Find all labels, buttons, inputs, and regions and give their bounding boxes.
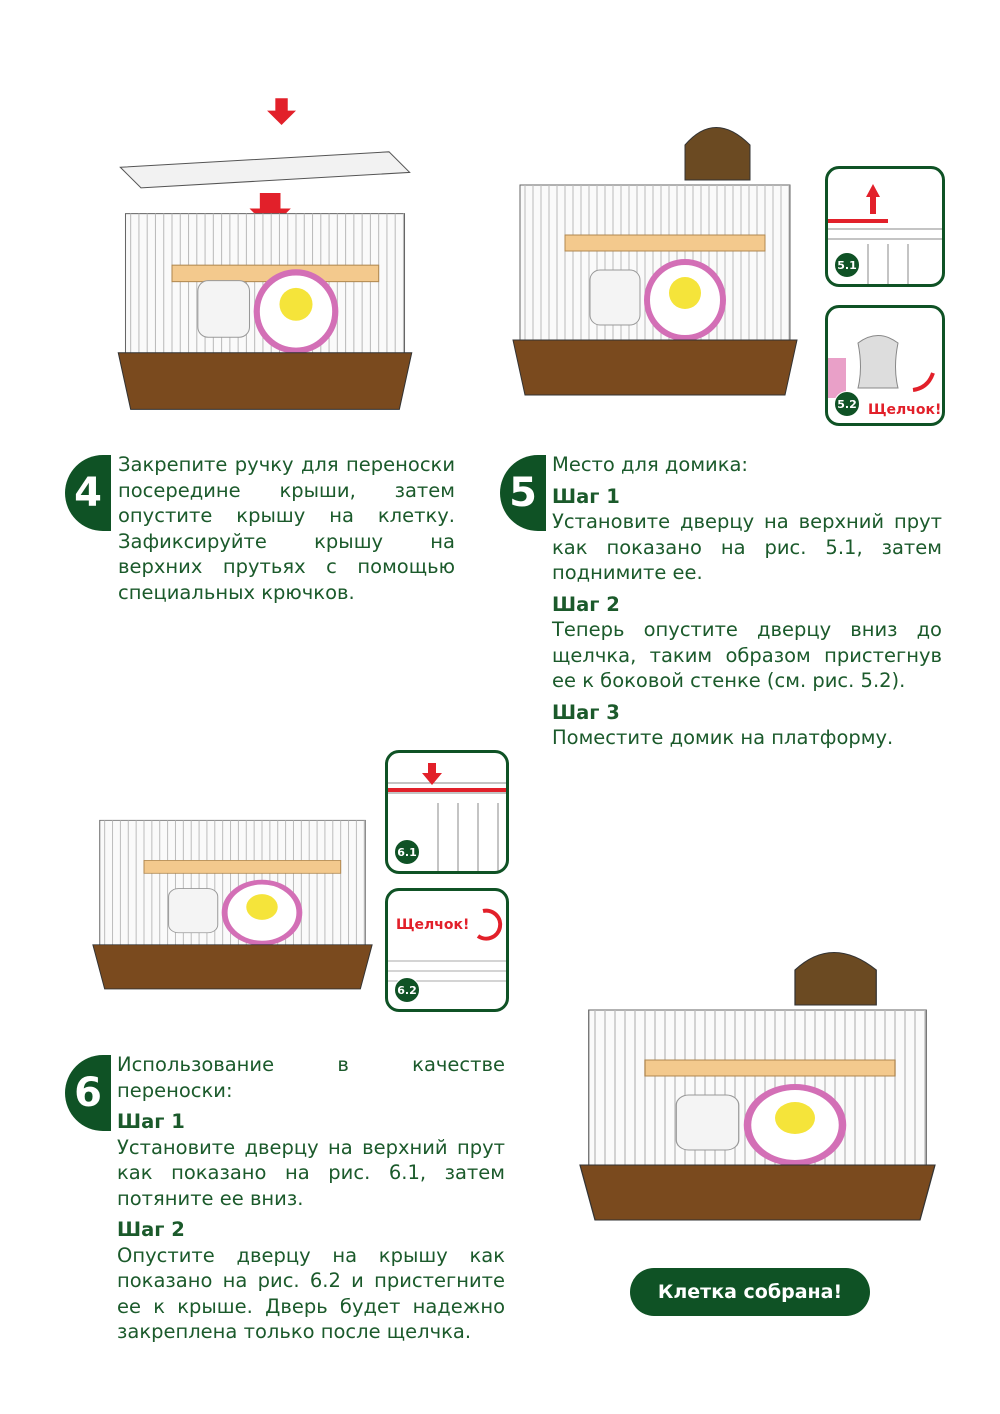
step-number-5: 5: [500, 455, 546, 531]
inset-label: 6.2: [394, 977, 420, 1003]
cage-illustration-final: [570, 910, 945, 1240]
step4-text: Закрепите ручку для переноски посередине…: [118, 453, 455, 604]
step5-3-title: Шаг 3: [552, 700, 620, 724]
step5-intro: Место для домика:: [552, 453, 748, 476]
cage-illustration-step4: [110, 90, 420, 430]
inset-label: 5.1: [834, 252, 860, 278]
step5-2-text: Теперь опустите дверцу вниз до щелчка, т…: [552, 618, 942, 692]
inset-5-2: 5.2 Щелчок!: [825, 305, 945, 426]
step6-intro: Использование в качестве переноски:: [117, 1053, 505, 1102]
step6-2-title: Шаг 2: [117, 1218, 185, 1241]
step6-text: Использование в качестве переноски: Шаг …: [117, 1052, 505, 1345]
step5-text: Место для домика: Шаг 1 Установите дверц…: [552, 452, 942, 751]
step6-2-text: Опустите дверцу на крышу как показано на…: [117, 1243, 505, 1344]
cage-assembled-badge: Клетка собрана!: [630, 1268, 870, 1316]
inset-6-2: Щелчок! 6.2: [385, 888, 509, 1012]
step-number-6: 6: [65, 1055, 111, 1131]
step6-1-title: Шаг 1: [117, 1110, 185, 1133]
step5-2-title: Шаг 2: [552, 592, 620, 616]
step5-1-title: Шаг 1: [552, 484, 620, 508]
inset-label: 5.2: [834, 391, 860, 417]
step-number-4: 4: [65, 455, 111, 531]
inset-5-1: 5.1: [825, 166, 945, 287]
step5-3-text: Поместите домик на платформу.: [552, 726, 894, 749]
inset-6-1: 6.1: [385, 750, 509, 874]
click-label: Щелчок!: [868, 402, 942, 418]
step5-1-text: Установите дверцу на верхний прут как по…: [552, 510, 942, 584]
step6-1-text: Установите дверцу на верхний прут как по…: [117, 1135, 505, 1210]
cage-illustration-step5: [505, 85, 805, 415]
inset-label: 6.1: [394, 839, 420, 865]
cage-illustration-step6: [85, 740, 380, 1005]
click-label: Щелчок!: [396, 917, 470, 933]
